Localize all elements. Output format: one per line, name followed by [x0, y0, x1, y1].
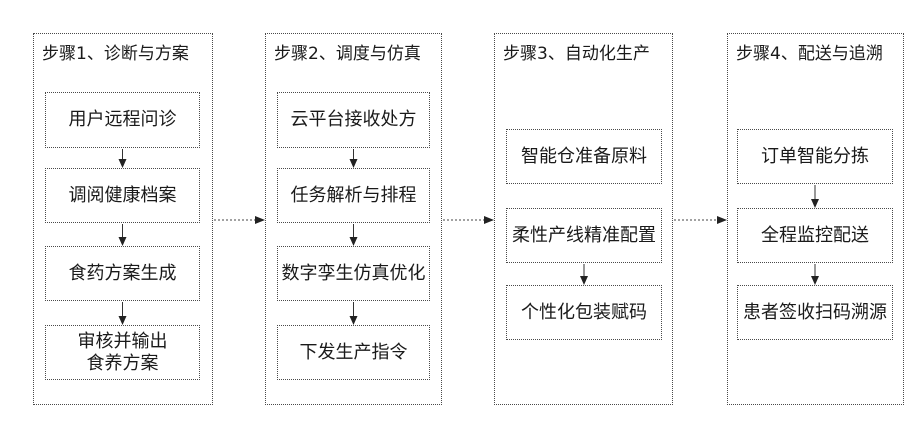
node-task-scheduling: 任务解析与排程	[277, 168, 430, 223]
step-3-title: 步骤3、自动化生产	[503, 43, 650, 65]
node-issue-production-order: 下发生产指令	[277, 325, 430, 380]
node-plan-generation: 食药方案生成	[45, 246, 200, 301]
node-review-output-plan: 审核并输出 食养方案	[45, 325, 200, 380]
step-3-panel: 步骤3、自动化生产 智能仓准备原料 柔性产线精准配置 个性化包装赋码	[494, 33, 673, 405]
arrow-step1-to-step2	[214, 216, 265, 224]
node-receive-prescription: 云平台接收处方	[277, 92, 430, 148]
arrow-step3-to-step4	[674, 216, 727, 224]
step-1-title: 步骤1、诊断与方案	[42, 43, 189, 65]
step-2-title: 步骤2、调度与仿真	[274, 43, 421, 65]
step-4-title: 步骤4、配送与追溯	[736, 43, 883, 65]
step-1-panel: 步骤1、诊断与方案 用户远程问诊 调阅健康档案 食药方案生成 审核并输出 食养方…	[33, 33, 213, 405]
node-health-records: 调阅健康档案	[45, 168, 200, 223]
node-order-sorting: 订单智能分拣	[737, 129, 893, 184]
node-personalized-packaging: 个性化包装赋码	[506, 285, 662, 340]
node-remote-consultation: 用户远程问诊	[45, 92, 200, 148]
step-4-panel: 步骤4、配送与追溯 订单智能分拣 全程监控配送 患者签收扫码溯源	[727, 33, 904, 405]
node-digital-twin-simulation: 数字孪生仿真优化	[277, 246, 430, 301]
node-flexible-line-config: 柔性产线精准配置	[506, 208, 662, 263]
step-2-panel: 步骤2、调度与仿真 云平台接收处方 任务解析与排程 数字孪生仿真优化 下发生产指…	[265, 33, 442, 405]
arrow-step2-to-step3	[443, 216, 494, 224]
node-delivery-monitoring: 全程监控配送	[737, 208, 893, 263]
node-receipt-traceability: 患者签收扫码溯源	[737, 285, 893, 340]
node-prepare-materials: 智能仓准备原料	[506, 129, 662, 184]
